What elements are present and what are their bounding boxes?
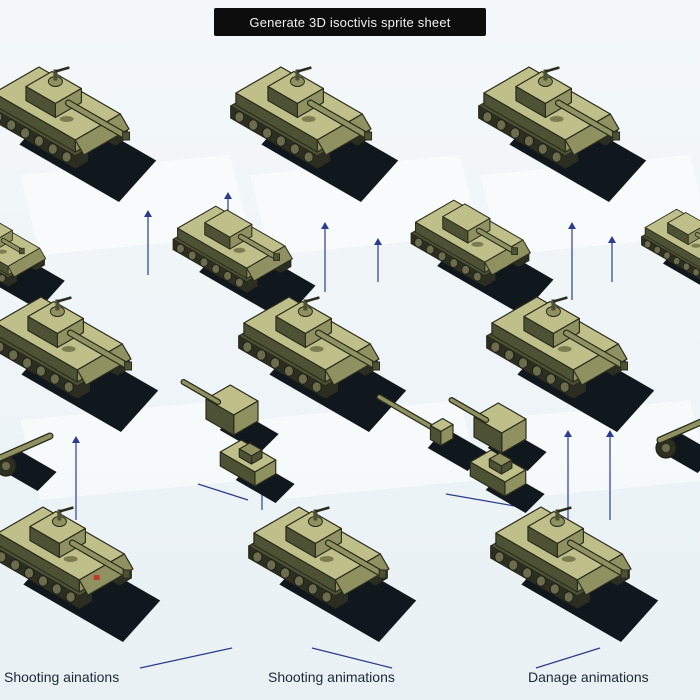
guide-arrow <box>606 430 614 520</box>
guide-arrow <box>374 238 382 282</box>
guide-line <box>139 647 233 669</box>
tank-partial-right <box>641 208 700 285</box>
tank-bottom-1 <box>0 506 161 642</box>
cannon-part-left <box>0 432 57 491</box>
guide-line <box>535 647 601 669</box>
tank-small-1 <box>172 205 316 321</box>
tank-mid-3 <box>486 296 655 432</box>
tank-small-2 <box>410 199 554 315</box>
guide-line <box>197 483 249 501</box>
hull-part-1 <box>219 439 295 503</box>
floor-panel <box>20 400 250 500</box>
hull-part-2 <box>469 449 545 513</box>
tank-heavy-2 <box>230 66 399 202</box>
page-title: Generate 3D isoctivis sprite sheet <box>249 14 451 30</box>
title-banner: Generate 3D isoctivis sprite sheet <box>214 8 486 36</box>
barrel-part-1 <box>376 394 487 471</box>
tank-bottom-3 <box>490 506 659 642</box>
turret-part-2 <box>448 397 547 471</box>
guide-arrow <box>72 436 80 520</box>
tank-heavy-1 <box>0 66 157 202</box>
tank-bottom-2 <box>248 506 417 642</box>
tank-heavy-3 <box>478 66 647 202</box>
guide-arrow <box>321 222 329 292</box>
caption-damage-animations: Danage animations <box>528 669 649 685</box>
caption-shooting-animations-1: Shooting ainations <box>4 669 120 685</box>
guide-arrow <box>608 236 616 282</box>
guide-arrow <box>144 210 152 275</box>
floor-panel <box>480 400 700 500</box>
guide-arrow <box>564 430 572 528</box>
guide-line <box>445 493 527 509</box>
tank-mid-1 <box>0 296 159 432</box>
turret-part-1 <box>180 379 279 453</box>
caption-shooting-animations-2: Shooting animations <box>268 669 395 685</box>
tank-partial-left <box>0 222 65 310</box>
guide-arrow <box>568 222 576 300</box>
guide-line <box>311 647 393 669</box>
tank-mid-2 <box>238 296 407 432</box>
cannon-part-right <box>655 418 700 473</box>
